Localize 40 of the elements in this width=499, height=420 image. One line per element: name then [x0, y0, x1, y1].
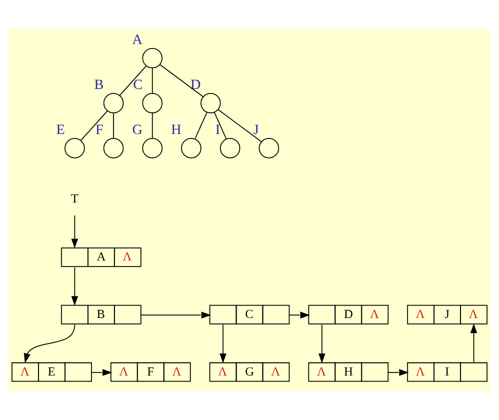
connector	[152, 68, 153, 94]
arrow	[288, 312, 310, 318]
connector	[159, 64, 204, 98]
node-circle	[142, 93, 163, 114]
arrow	[140, 312, 212, 318]
node-circle	[103, 138, 124, 158]
connector	[218, 109, 262, 142]
node-label: F	[95, 122, 104, 138]
arrow	[71, 266, 78, 306]
node-label: B	[94, 76, 104, 93]
node-label: G	[132, 122, 142, 138]
arrow	[220, 324, 226, 364]
node-circle	[103, 93, 124, 114]
node-label: E	[56, 122, 65, 138]
node-label: H	[171, 122, 182, 138]
node-circle	[258, 138, 280, 158]
arrow	[388, 369, 409, 376]
node-circle	[220, 138, 240, 158]
arrow	[318, 324, 326, 364]
connector	[119, 65, 147, 96]
connector	[152, 112, 153, 139]
node-label: A	[132, 32, 142, 48]
arrow	[470, 323, 478, 362]
connector	[214, 112, 227, 140]
node-circle	[181, 138, 202, 158]
node-text: T	[70, 192, 78, 206]
connector	[113, 112, 114, 139]
connector	[194, 112, 208, 140]
arrow	[71, 215, 78, 248]
node-label: J	[253, 122, 259, 138]
node-circle	[142, 48, 163, 68]
connector	[80, 110, 108, 141]
node-label: I	[215, 122, 220, 138]
arrow	[24, 324, 76, 364]
node-label: C	[133, 76, 143, 93]
node-circle	[200, 93, 221, 114]
node-circle	[142, 138, 163, 158]
node-circle	[64, 138, 85, 158]
arrow	[91, 369, 112, 376]
node-label: D	[190, 76, 201, 93]
